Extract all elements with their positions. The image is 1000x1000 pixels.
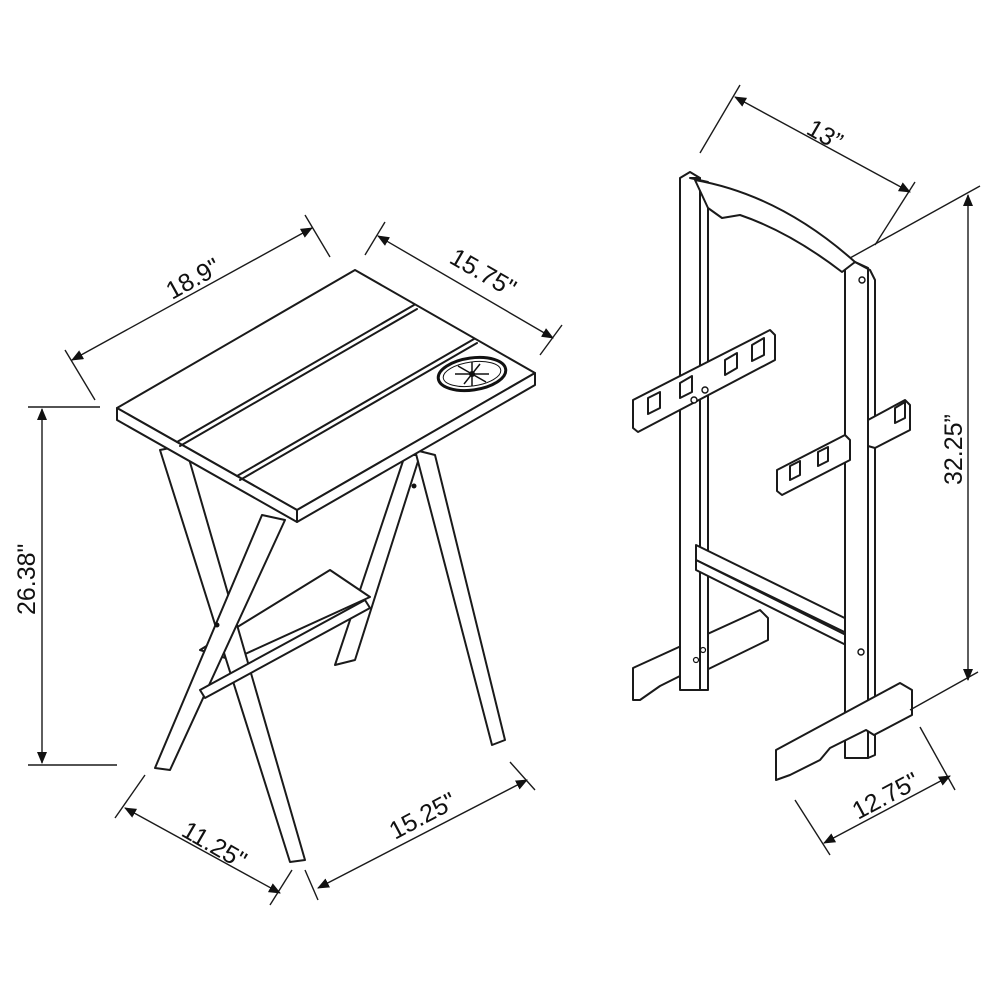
storage-stand-drawing [632, 171, 913, 781]
dimension-base-depth: 11.25" [114, 774, 293, 906]
dimension-stand-width: 13” [699, 84, 916, 246]
dim-label-stand-depth: 12.75" [848, 767, 924, 825]
dim-label-stand-width: 13” [802, 114, 847, 156]
tray-table-drawing [116, 269, 536, 863]
dim-label-table-height: 26.38" [13, 544, 41, 615]
dim-label-stand-height: 32.25” [940, 414, 968, 485]
dim-label-base-width: 15.25" [385, 787, 461, 845]
dim-label-top-width: 15.75" [445, 243, 521, 303]
dimension-base-width: 15.25" [304, 761, 536, 901]
compass-rose-icon [436, 355, 508, 393]
dim-label-base-depth: 11.25" [177, 816, 251, 875]
dim-label-top-length: 18.9" [161, 253, 225, 305]
dimension-stand-height: 32.25” [849, 185, 981, 711]
dimension-table-height: 26.38" [13, 406, 117, 766]
